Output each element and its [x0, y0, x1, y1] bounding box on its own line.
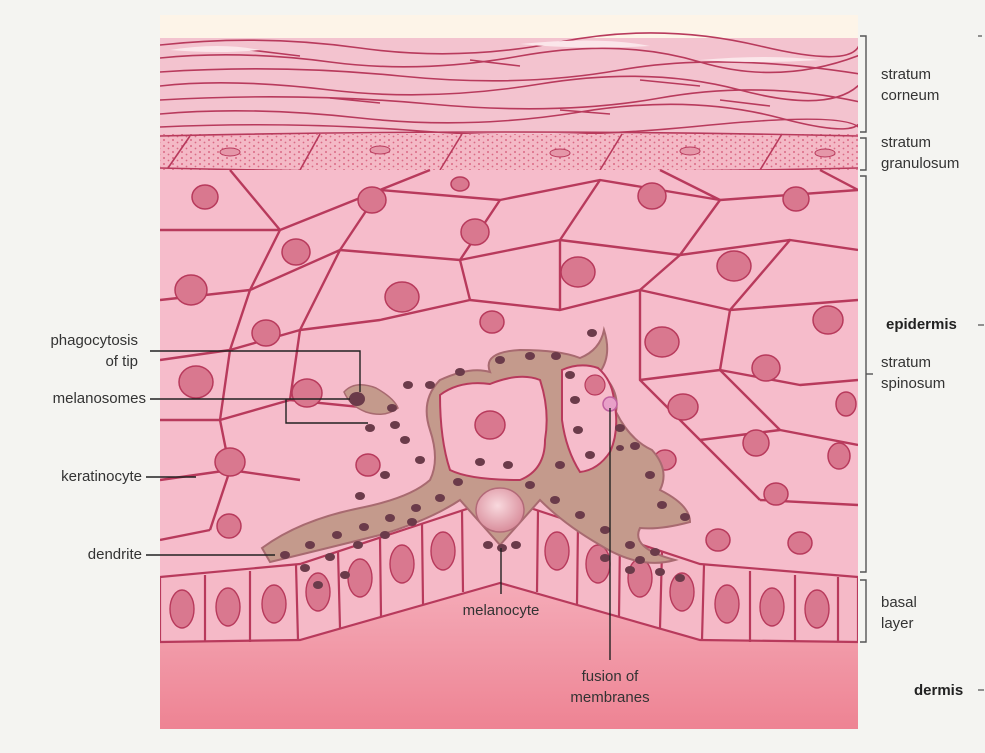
label-fusion-line1: fusion of: [548, 666, 672, 687]
label-basal-layer: basal layer: [881, 592, 917, 634]
label-granulosum-line1: stratum: [881, 132, 959, 153]
label-spinosum-line1: stratum: [881, 352, 945, 373]
label-stratum-granulosum: stratum granulosum: [881, 132, 959, 174]
label-melanocyte-text: melanocyte: [441, 600, 561, 621]
label-dendrite: dendrite: [10, 544, 142, 565]
stratum-corneum-region: [160, 33, 861, 135]
label-dermis: dermis: [914, 680, 963, 701]
label-epidermis: epidermis: [886, 314, 957, 335]
label-epidermis-text: epidermis: [886, 314, 957, 335]
label-melanosomes-text: melanosomes: [10, 388, 146, 409]
label-granulosum-line2: granulosum: [881, 153, 959, 174]
stratum-granulosum-region: [160, 132, 858, 172]
edge-ticks: [978, 36, 984, 690]
label-phagocytosis-line2: of tip: [20, 351, 138, 372]
label-basal-line2: layer: [881, 613, 917, 634]
label-dendrite-text: dendrite: [10, 544, 142, 565]
label-stratum-corneum: stratum corneum: [881, 64, 939, 106]
label-phagocytosis: phagocytosis of tip: [20, 330, 138, 372]
label-melanosomes: melanosomes: [10, 388, 146, 409]
panel-top-band: [160, 15, 858, 40]
label-corneum-line1: stratum: [881, 64, 939, 85]
label-fusion-of-membranes: fusion of membranes: [548, 666, 672, 708]
label-corneum-line2: corneum: [881, 85, 939, 106]
layer-brackets: [860, 36, 873, 642]
label-stratum-spinosum: stratum spinosum: [881, 352, 945, 394]
label-keratinocyte-text: keratinocyte: [10, 466, 142, 487]
label-phagocytosis-line1: phagocytosis: [20, 330, 138, 351]
label-keratinocyte: keratinocyte: [10, 466, 142, 487]
label-basal-line1: basal: [881, 592, 917, 613]
label-spinosum-line2: spinosum: [881, 373, 945, 394]
label-melanocyte: melanocyte: [441, 600, 561, 621]
label-dermis-text: dermis: [914, 680, 963, 701]
label-fusion-line2: membranes: [548, 687, 672, 708]
